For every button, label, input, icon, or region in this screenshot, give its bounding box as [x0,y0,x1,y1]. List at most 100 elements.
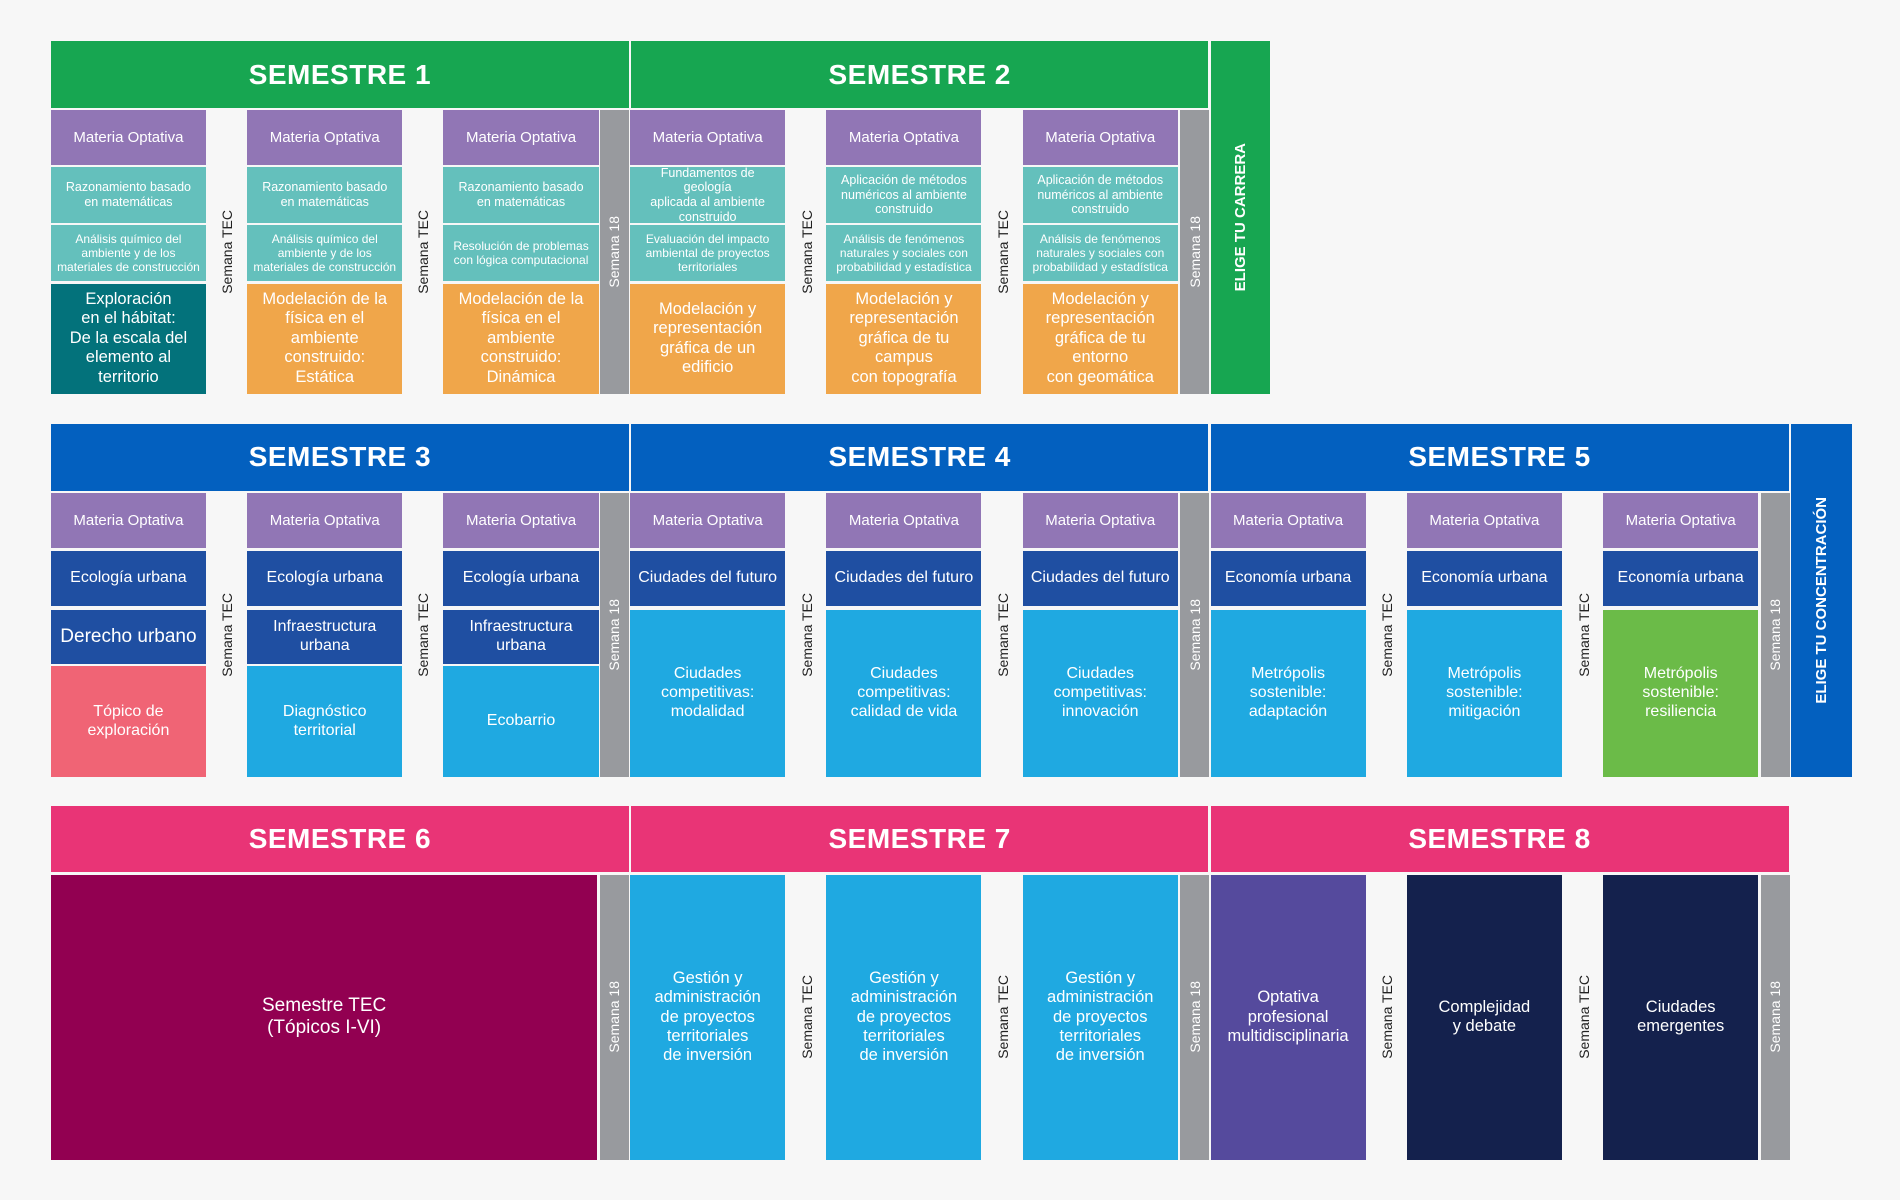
semester-header: SEMESTRE 4 [631,424,1209,491]
semana-18: Semana 18 [599,874,629,1160]
elige-concentracion-banner-label: ELIGE TU CONCENTRACIÓN [1812,497,1830,704]
semana-tec-label: Semana TEC [799,210,815,294]
course-cell: Materia Optativa [1022,493,1178,548]
semana-tec-label: Semana TEC [799,593,815,677]
semana-18-label: Semana 18 [606,216,623,288]
course-cell: Economía urbana [1210,551,1366,606]
course-cell: Materia Optativa [247,110,403,165]
semana-18: Semana 18 [599,493,629,777]
course-cell: Análisis de fenómenos naturales y social… [1022,225,1178,282]
semana-tec-label: Semana TEC [799,975,815,1060]
course-cell: Metrópolis sostenible: resiliencia [1603,609,1759,777]
course-cell: Materia Optativa [1210,493,1366,548]
elige-concentracion-banner: ELIGE TU CONCENTRACIÓN [1790,424,1852,777]
course-cell: Ciudades del futuro [826,551,982,606]
semana-18-label: Semana 18 [1186,981,1203,1054]
course-cell: Metrópolis sostenible: adaptación [1210,609,1366,777]
semester-header: SEMESTRE 8 [1210,805,1789,873]
semester-header: SEMESTRE 6 [50,805,629,873]
course-cell: Ciudades competitivas: innovación [1022,609,1178,777]
semana-18: Semana 18 [1180,493,1210,777]
course-cell: Ciudades del futuro [630,551,786,606]
course-cell: Resolución de problemas con lógica compu… [443,225,599,282]
semana-18: Semana 18 [1760,874,1790,1160]
semana-tec-label: Semana TEC [414,593,431,677]
course-cell: Modelación y representación gráfica de t… [826,283,982,394]
semana-tec: Semana TEC [789,110,825,394]
course-cell: Exploración en el hábitat: De la escala … [50,283,206,394]
course-cell: Materia Optativa [630,493,786,548]
course-cell: Materia Optativa [50,493,206,548]
semana-tec: Semana TEC [1566,875,1602,1160]
course-cell: Fundamentos de geología aplicada al ambi… [630,166,786,224]
semester-header: SEMESTRE 1 [50,41,629,108]
semana-tec: Semana TEC [789,493,825,777]
course-cell: Economía urbana [1603,551,1759,606]
course-cell: Ecobarrio [443,666,599,777]
course-cell: Ciudades competitivas: calidad de vida [826,609,982,777]
semana-tec: Semana TEC [1369,493,1405,777]
semana-tec: Semana TEC [985,493,1021,777]
course-cell: Modelación de la física en el ambiente c… [247,283,403,394]
course-cell: Derecho urbano [50,609,206,665]
semana-18: Semana 18 [1180,110,1210,394]
semana-tec-label: Semana TEC [995,975,1012,1060]
course-cell: Metrópolis sostenible: mitigación [1406,609,1562,777]
course-cell: Materia Optativa [826,493,982,548]
course-cell: Gestión y administración de proyectos te… [630,874,786,1160]
course-cell: Gestión y administración de proyectos te… [826,874,982,1160]
course-cell: Análisis químico del ambiente y de los m… [50,225,206,282]
course-cell: Materia Optativa [50,110,206,165]
course-cell: Modelación y representación gráfica de t… [1022,283,1178,394]
course-cell: Análisis químico del ambiente y de los m… [247,225,403,282]
semana-tec-label: Semana TEC [1379,593,1396,677]
course-cell: Diagnóstico territorial [247,666,403,777]
semana-18-label: Semana 18 [606,599,623,671]
course-cell: Tópico de exploración [50,666,206,777]
course-cell: Semestre TEC (Tópicos I-VI) [50,874,598,1160]
semana-tec: Semana TEC [1566,493,1602,777]
course-cell: Materia Optativa [1603,493,1759,548]
course-cell: Materia Optativa [1022,110,1178,165]
course-cell: Ciudades competitivas: modalidad [630,609,786,777]
semana-tec-label: Semana TEC [1575,593,1592,677]
course-cell: Aplicación de métodos numéricos al ambie… [1022,167,1178,223]
course-cell: Complejidad y debate [1406,874,1562,1160]
course-cell: Materia Optativa [826,110,982,165]
course-cell: Materia Optativa [1406,493,1562,548]
semana-18: Semana 18 [1760,493,1790,777]
semester-header: SEMESTRE 2 [631,41,1209,108]
semana-tec: Semana TEC [985,110,1021,394]
course-cell: Infraestructura urbana [443,609,599,665]
course-cell: Evaluación del impacto ambiental de proy… [630,225,786,282]
elige-carrera-banner-label: ELIGE TU CARRERA [1231,143,1249,292]
semester-header: SEMESTRE 7 [631,805,1209,873]
semana-18-label: Semana 18 [1186,599,1203,671]
course-cell: Economía urbana [1406,551,1562,606]
elige-carrera-banner: ELIGE TU CARRERA [1210,41,1270,394]
semana-tec: Semana TEC [208,110,244,394]
semana-tec: Semana TEC [985,875,1021,1160]
semana-tec: Semana TEC [1369,875,1405,1160]
course-cell: Materia Optativa [630,110,786,165]
course-cell: Análisis de fenómenos naturales y social… [826,225,982,282]
course-cell: Optativa profesional multidisciplinaria [1210,874,1366,1160]
course-cell: Ecología urbana [50,551,206,606]
semana-18-label: Semana 18 [606,981,623,1054]
course-cell: Ecología urbana [443,551,599,606]
semana-tec: Semana TEC [405,110,441,394]
semana-18-label: Semana 18 [1767,599,1784,671]
course-cell: Razonamiento basado en matemáticas [247,167,403,223]
course-cell: Modelación de la física en el ambiente c… [443,283,599,394]
semana-18-label: Semana 18 [1767,981,1784,1054]
semana-18: Semana 18 [599,110,629,394]
course-cell: Ciudades del futuro [1022,551,1178,606]
course-cell: Razonamiento basado en matemáticas [443,167,599,223]
course-cell: Ecología urbana [247,551,403,606]
course-cell: Ciudades emergentes [1603,874,1759,1160]
semana-tec-label: Semana TEC [995,210,1012,294]
semana-tec-label: Semana TEC [218,210,235,294]
course-cell: Gestión y administración de proyectos te… [1022,874,1178,1160]
semana-tec-label: Semana TEC [414,210,431,294]
semana-tec-label: Semana TEC [1575,975,1592,1060]
